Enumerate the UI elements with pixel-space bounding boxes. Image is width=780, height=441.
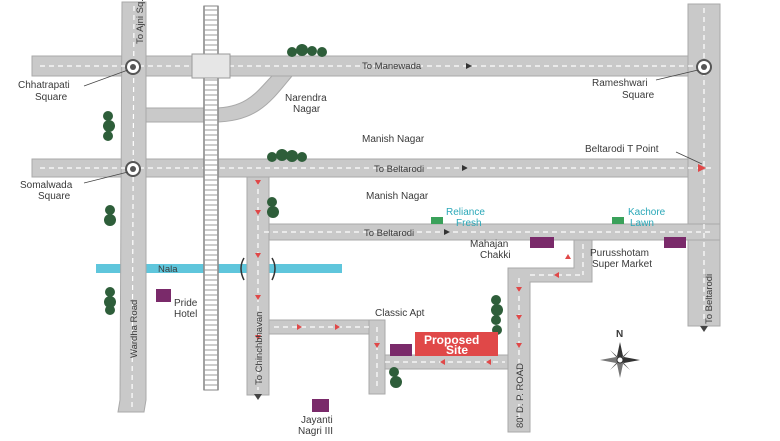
direction-arrow-icon — [255, 164, 706, 365]
label-to-ajni-sq: To Ajni Sq. — [135, 0, 146, 44]
label-mahajan: Mahajan — [470, 239, 508, 250]
landmark-classic-apt — [390, 344, 412, 356]
proposed-site-marker — [415, 332, 498, 356]
label-manish-nagar-mid: Manish Nagar — [366, 191, 429, 202]
compass-north-label: N — [616, 329, 623, 340]
label-jayanti-nagri: Nagri III — [298, 426, 333, 437]
label-pride: Pride — [174, 298, 198, 309]
label-to-manewada: To Manewada — [362, 61, 422, 72]
label-purusshotam: Purusshotam — [590, 248, 649, 259]
leader-lines — [83, 69, 703, 184]
label-classic-apt: Classic Apt — [375, 308, 425, 319]
label-to-chinchbhavan: To Chinchbhavan — [254, 312, 265, 385]
rail-overbridge — [191, 53, 231, 79]
label-nala: Nala — [158, 264, 178, 275]
landmark-purusshotam — [664, 237, 686, 248]
road-narendra-curve — [145, 75, 294, 123]
label-pride-hotel: Hotel — [174, 309, 197, 320]
label-reliance-fresh: Fresh — [456, 218, 482, 229]
proposed-site-label-2: Site — [446, 343, 468, 357]
label-rameshwari: Rameshwari — [592, 78, 648, 89]
label-rameshwari-square: Square — [622, 90, 655, 101]
landmark-reliance-fresh — [431, 217, 443, 224]
label-wardha-road: Wardha Road — [129, 300, 140, 358]
label-somalwada-square: Square — [38, 191, 71, 202]
label-jayanti: Jayanti — [301, 415, 333, 426]
label-purusshotam-market: Super Market — [592, 259, 652, 270]
landmark-pride-hotel — [156, 289, 171, 302]
label-somalwada: Somalwada — [20, 180, 73, 191]
nala-bridge-left — [240, 257, 245, 281]
chinchbhavan-end-arrow — [254, 394, 262, 400]
junction-circle-icon — [125, 59, 712, 177]
road-dp — [507, 239, 593, 433]
label-manish-nagar-top: Manish Nagar — [362, 134, 425, 145]
label-to-beltarodi-upper: To Beltarodi — [374, 164, 424, 175]
label-kachore: Kachore — [628, 207, 666, 218]
label-reliance: Reliance — [446, 207, 485, 218]
nala-bridge-right — [271, 257, 276, 281]
label-chhatrapati: Chhatrapati — [18, 80, 70, 91]
label-mahajan-chakki: Chakki — [480, 250, 511, 261]
tree-icon — [103, 44, 503, 388]
landmark-jayanti-nagri — [312, 399, 329, 412]
proposed-site-label: Proposed — [424, 333, 479, 347]
road-direction-arrows — [444, 63, 472, 235]
landmark-kachore-lawn — [612, 217, 624, 224]
label-dp-road: 80' D. P. ROAD — [515, 363, 526, 428]
label-narendra: Narendra — [285, 93, 327, 104]
nala-channel — [96, 264, 342, 273]
label-kachore-lawn: Lawn — [630, 218, 654, 229]
label-narendra-nagar: Nagar — [293, 104, 321, 115]
label-to-beltarodi-right: To Beltarodi — [704, 274, 715, 324]
right-road-end-arrow — [700, 326, 708, 332]
compass-icon — [600, 342, 640, 378]
label-beltarodi-t-point: Beltarodi T Point — [585, 144, 659, 155]
road-wardha — [117, 1, 147, 413]
label-chhatrapati-square: Square — [35, 92, 68, 103]
road-centerlines — [40, 5, 712, 428]
landmark-mahajan-chakki — [530, 237, 554, 248]
label-to-beltarodi-lower: To Beltarodi — [364, 228, 414, 239]
